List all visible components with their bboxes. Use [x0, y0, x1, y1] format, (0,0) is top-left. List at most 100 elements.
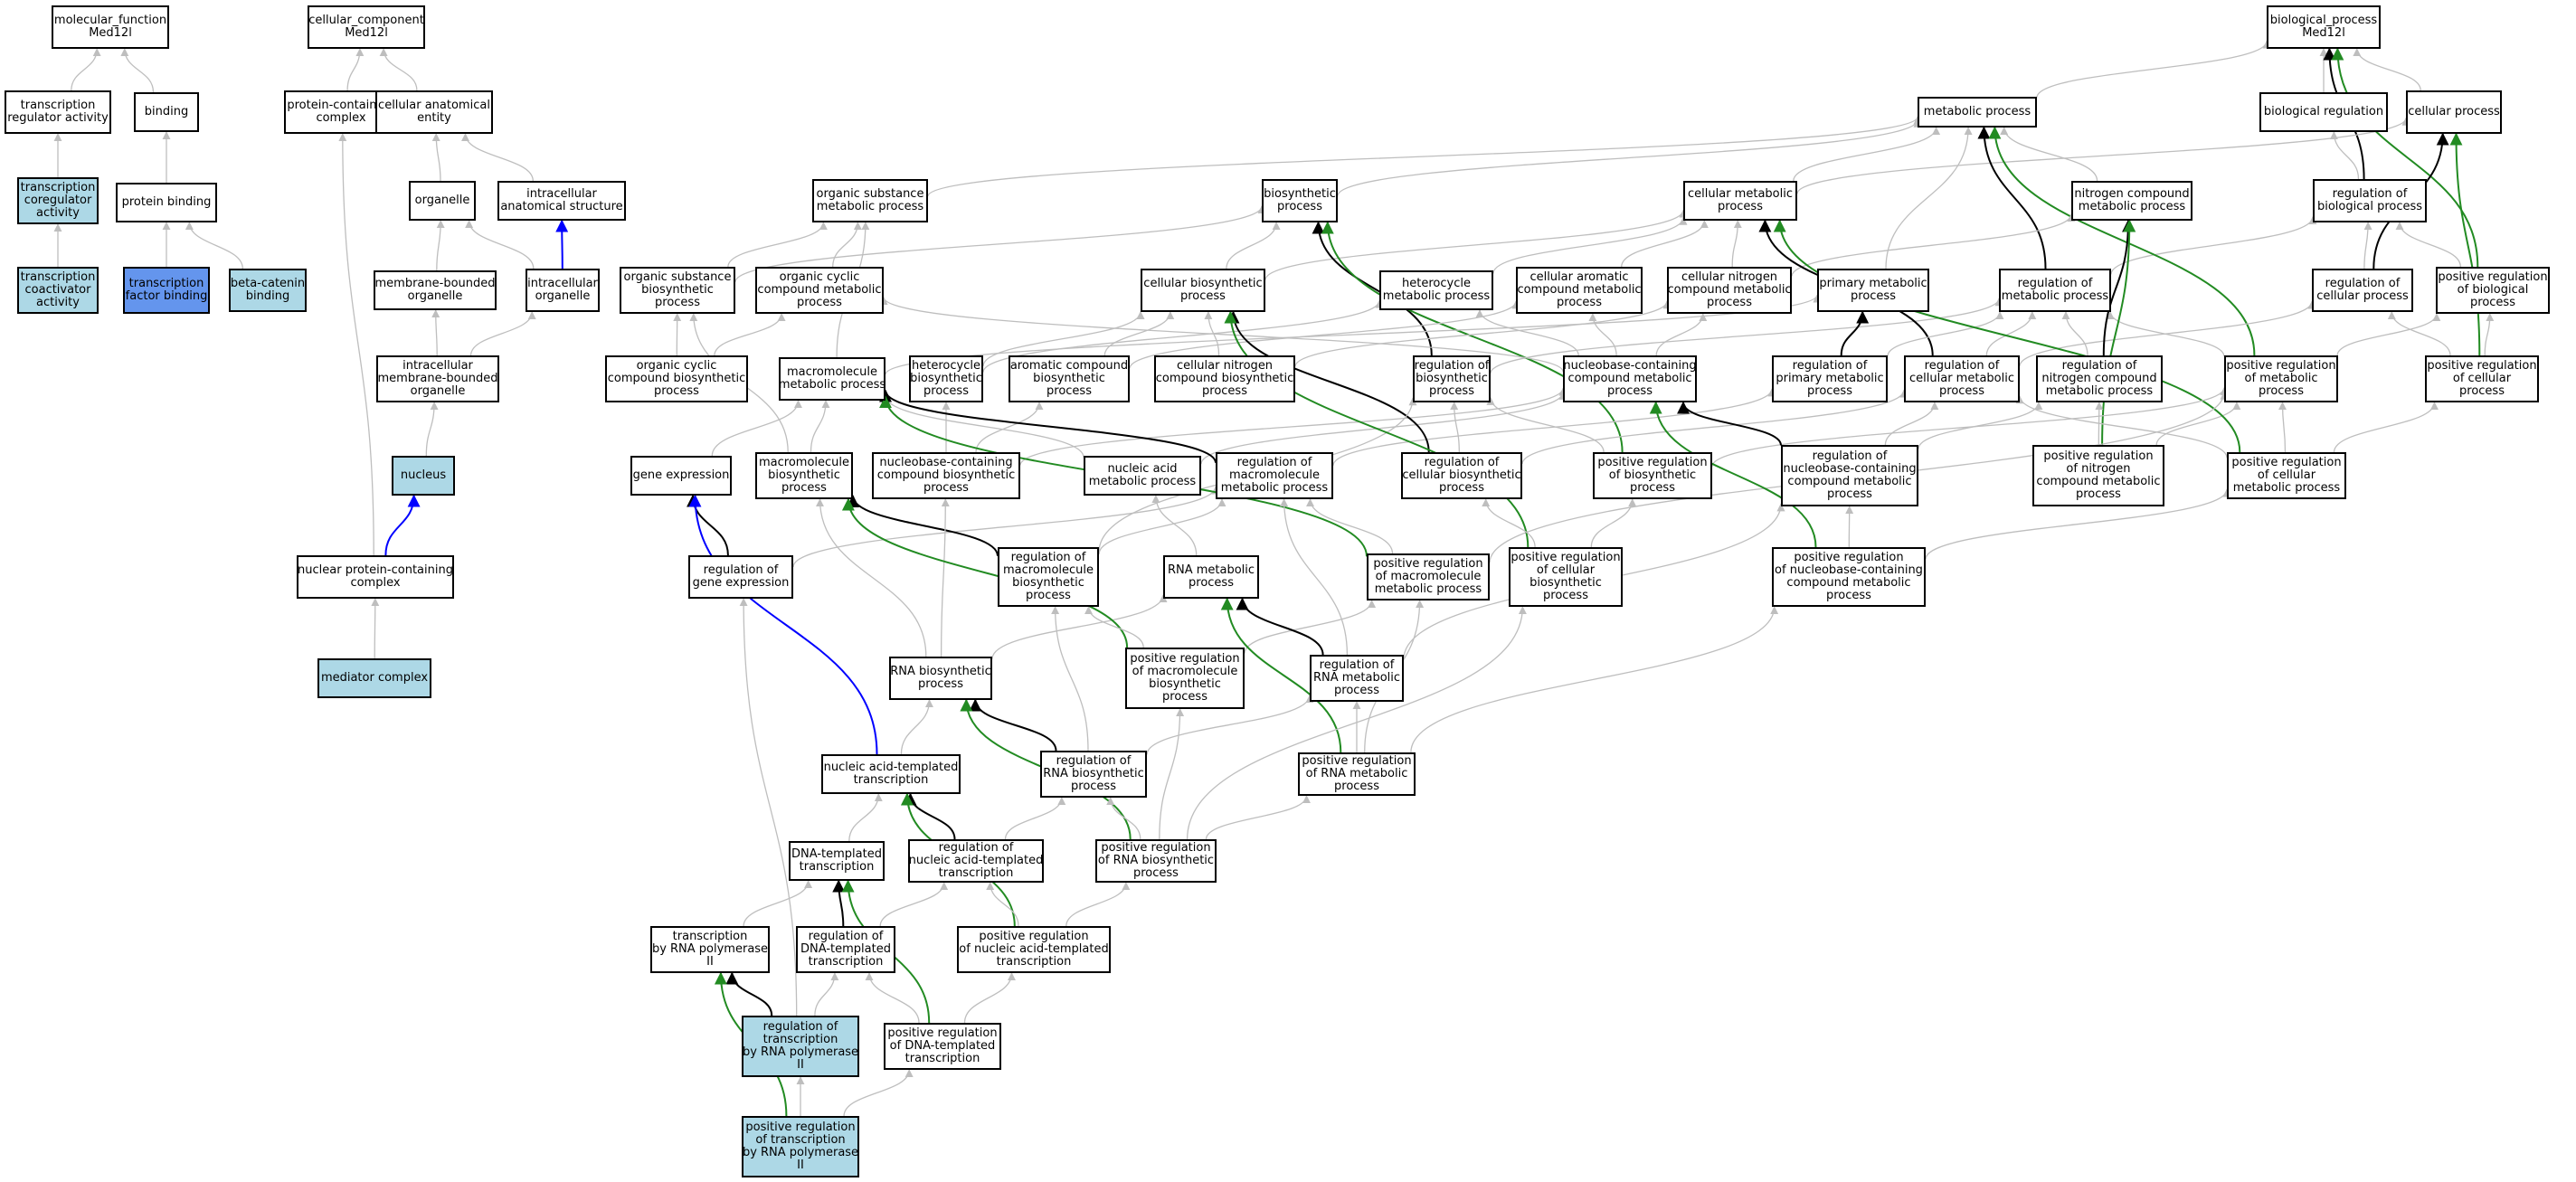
go-term-label: nucleic acid-templated transcription [823, 761, 959, 787]
go-term-node-cae[interactable]: cellular anatomical entity [375, 90, 493, 134]
go-term-node-bcat[interactable]: beta-catenin binding [229, 269, 307, 312]
go-term-node-cbp[interactable]: cellular biosynthetic process [1141, 269, 1265, 312]
go-term-node-posregrnamp[interactable]: positive regulation of RNA metabolic pro… [1298, 752, 1416, 796]
go-term-node-intraorg[interactable]: intracellular organelle [526, 269, 600, 312]
go-term-node-posregtrnap2[interactable]: positive regulation of transcription by … [742, 1116, 859, 1177]
go-term-node-cncbp[interactable]: cellular nitrogen compound biosynthetic … [1154, 355, 1295, 402]
go-term-node-biolreg[interactable]: biological regulation [2259, 92, 2388, 132]
go-term-node-cc[interactable]: cellular_component Med12l [308, 5, 425, 49]
go-term-node-macromp[interactable]: macromolecule metabolic process [779, 357, 886, 401]
go-term-node-posregmmp[interactable]: positive regulation of macromolecule met… [1367, 553, 1490, 600]
go-term-node-posregrnabp[interactable]: positive regulation of RNA biosynthetic … [1095, 839, 1217, 883]
go-term-node-acbp[interactable]: aromatic compound biosynthetic process [1009, 355, 1130, 402]
go-term-node-regrnabp[interactable]: regulation of RNA biosynthetic process [1040, 751, 1147, 798]
go-term-node-cellmetab[interactable]: cellular metabolic process [1683, 181, 1797, 221]
go-term-node-protbind[interactable]: protein binding [116, 183, 217, 222]
go-term-node-mediator[interactable]: mediator complex [317, 658, 431, 698]
go-term-node-occbp[interactable]: organic cyclic compound biosynthetic pro… [605, 355, 748, 402]
go-term-node-posregdtt[interactable]: positive regulation of DNA-templated tra… [884, 1023, 1001, 1070]
go-term-node-nucleus[interactable]: nucleus [392, 456, 455, 496]
go-term-node-natt[interactable]: nucleic acid-templated transcription [821, 754, 961, 794]
edge-regrnabp-to-rnabp [969, 698, 1057, 752]
go-term-node-posregmp[interactable]: positive regulation of metabolic process [2224, 355, 2338, 402]
go-term-node-regnbccmp[interactable]: regulation of nucleobase-containing comp… [1781, 445, 1918, 506]
go-term-node-nbccmp[interactable]: nucleobase-containing compound metabolic… [1563, 355, 1697, 402]
go-term-node-regncmp[interactable]: regulation of nitrogen compound metaboli… [2036, 355, 2163, 402]
go-term-node-npcc[interactable]: nuclear protein-containing complex [297, 555, 454, 599]
go-term-node-posregncmp[interactable]: positive regulation of nitrogen compound… [2032, 445, 2164, 506]
go-term-node-posregnatt[interactable]: positive regulation of nucleic acid-temp… [957, 926, 1111, 973]
go-term-node-dtt[interactable]: DNA-templated transcription [789, 841, 885, 881]
go-term-node-regpmp[interactable]: regulation of primary metabolic process [1772, 355, 1888, 402]
go-term-node-tra[interactable]: transcription regulator activity [5, 90, 111, 134]
go-term-node-cncmp[interactable]: cellular nitrogen compound metabolic pro… [1667, 267, 1792, 314]
edge-posregnatt-to-posregrnabp [1065, 882, 1131, 927]
go-term-node-bp[interactable]: biological_process Med12l [2267, 5, 2381, 49]
go-term-node-rnamp[interactable]: RNA metabolic process [1163, 555, 1259, 599]
go-term-node-posregbiosyn[interactable]: positive regulation of biosynthetic proc… [1593, 452, 1712, 499]
go-term-node-regdtt[interactable]: regulation of DNA-templated transcriptio… [796, 926, 895, 973]
go-term-node-tcoact[interactable]: transcription coactivator activity [17, 267, 99, 314]
go-term-node-hmp[interactable]: heterocycle metabolic process [1379, 270, 1493, 310]
go-term-node-osmp[interactable]: organic substance metabolic process [812, 179, 928, 222]
edge-acbp-to-cbp [1103, 311, 1175, 356]
go-term-node-regmp[interactable]: regulation of metabolic process [1999, 269, 2111, 312]
go-term-node-trnap2[interactable]: transcription by RNA polymerase II [650, 926, 770, 973]
go-term-node-regtrnap2[interactable]: regulation of transcription by RNA polym… [742, 1016, 859, 1077]
go-term-node-regrnamp[interactable]: regulation of RNA metabolic process [1310, 655, 1404, 702]
go-term-node-geneexp[interactable]: gene expression [630, 456, 732, 496]
go-term-node-binding[interactable]: binding [134, 92, 199, 132]
edge-posregmp-to-regmp [2106, 311, 2225, 357]
go-term-node-cellproc[interactable]: cellular process [2406, 90, 2502, 134]
go-term-node-ias[interactable]: intracellular anatomical structure [497, 181, 626, 221]
go-term-node-posregnbccmp[interactable]: positive regulation of nucleobase-contai… [1772, 547, 1926, 607]
go-term-node-posregbp[interactable]: positive regulation of biological proces… [2436, 267, 2550, 314]
go-term-label: molecular_function Med12l [53, 14, 167, 40]
go-term-node-ncmp[interactable]: nitrogen compound metabolic process [2071, 181, 2192, 221]
go-term-node-metab[interactable]: metabolic process [1918, 97, 2037, 128]
go-term-node-pmp[interactable]: primary metabolic process [1817, 269, 1929, 312]
go-term-label: positive regulation of nucleic acid-temp… [959, 930, 1109, 969]
go-term-node-mbiosyn[interactable]: macromolecule biosynthetic process [755, 452, 853, 499]
go-term-node-tcoreg[interactable]: transcription coregulator activity [17, 177, 99, 224]
go-term-label: regulation of biosynthetic process [1414, 359, 1490, 398]
go-term-node-regmbp[interactable]: regulation of macromolecule biosynthetic… [998, 547, 1099, 607]
edge-cellmetab-to-cellproc [1796, 117, 2410, 194]
go-term-node-posregcbp[interactable]: positive regulation of cellular biosynth… [1509, 547, 1623, 607]
go-term-label: primary metabolic process [1819, 277, 1927, 303]
go-term-node-mbo[interactable]: membrane-bounded organelle [374, 270, 497, 310]
go-term-node-posregcmp[interactable]: positive regulation of cellular metaboli… [2227, 452, 2346, 499]
go-term-node-biosyn[interactable]: biosynthetic process [1262, 179, 1338, 222]
go-term-node-organelle[interactable]: organelle [409, 181, 476, 221]
go-term-label: intracellular membrane-bounded organelle [377, 359, 498, 398]
go-term-node-occmp[interactable]: organic cyclic compound metabolic proces… [755, 267, 884, 314]
edge-bcat-to-protbind [185, 222, 243, 269]
go-term-node-regmmp[interactable]: regulation of macromolecule metabolic pr… [1216, 452, 1333, 499]
go-term-node-imbo[interactable]: intracellular membrane-bounded organelle [376, 355, 499, 402]
go-term-node-namp[interactable]: nucleic acid metabolic process [1084, 456, 1201, 496]
edge-cacmp-to-cellmetab [1621, 220, 1709, 268]
go-term-node-regcp[interactable]: regulation of cellular process [2312, 269, 2413, 312]
go-term-node-posregmbp[interactable]: positive regulation of macromolecule bio… [1125, 648, 1245, 709]
go-term-node-regbp[interactable]: regulation of biological process [2313, 179, 2427, 222]
go-term-label: nucleobase-containing compound metabolic… [1563, 359, 1697, 398]
go-term-node-rnabp[interactable]: RNA biosynthetic process [889, 657, 992, 700]
go-term-node-hbp[interactable]: heterocycle biosynthetic process [909, 355, 983, 402]
go-term-node-mf[interactable]: molecular_function Med12l [52, 5, 169, 49]
go-term-label: positive regulation of cellular biosynth… [1511, 551, 1621, 602]
go-term-label: nucleic acid metabolic process [1088, 462, 1197, 488]
go-term-node-regcmp[interactable]: regulation of cellular metabolic process [1904, 355, 2020, 402]
go-term-node-nbccbp[interactable]: nucleobase-containing compound biosynthe… [872, 452, 1020, 499]
go-term-node-regnatt[interactable]: regulation of nucleic acid-templated tra… [908, 839, 1044, 883]
go-term-node-regbiosyn[interactable]: regulation of biosynthetic process [1413, 355, 1491, 402]
go-term-node-regcbp[interactable]: regulation of cellular biosynthetic proc… [1401, 452, 1522, 499]
go-term-node-osbp[interactable]: organic substance biosynthetic process [620, 267, 735, 314]
go-term-label: macromolecule metabolic process [778, 365, 886, 392]
go-term-node-tfbind[interactable]: transcription factor binding [123, 267, 210, 314]
edge-cncbp-to-cncmp [1294, 300, 1672, 367]
go-term-node-posregcp[interactable]: positive regulation of cellular process [2425, 355, 2539, 402]
go-term-node-cacmp[interactable]: cellular aromatic compound metabolic pro… [1516, 267, 1643, 314]
edge-posregcbp-to-cbp [1224, 310, 1530, 548]
edge-posregmbp-to-posregmmp [1244, 600, 1377, 654]
go-term-node-reggeneexp[interactable]: regulation of gene expression [688, 555, 793, 599]
